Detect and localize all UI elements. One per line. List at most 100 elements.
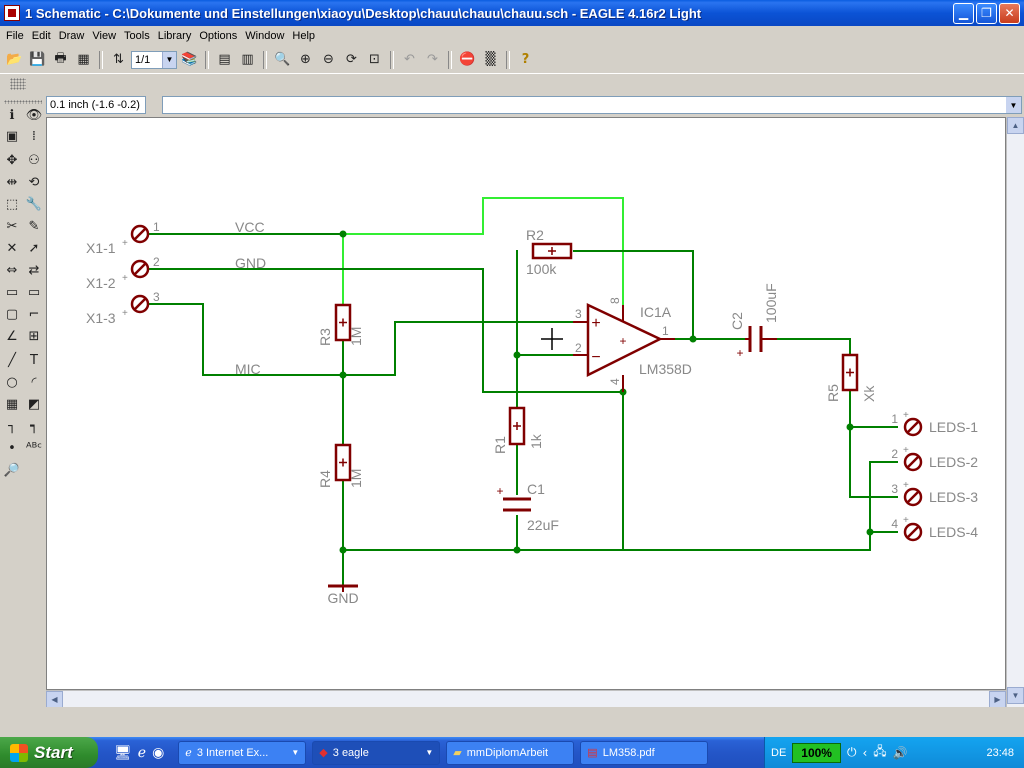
wires[interactable]: [148, 197, 898, 585]
rotate-icon[interactable]: ⟲: [28, 174, 40, 190]
invoke-icon[interactable]: ⊞: [28, 328, 40, 344]
power-icon[interactable]: ⏻: [846, 745, 857, 759]
menu-library[interactable]: Library: [157, 30, 192, 42]
copy-icon[interactable]: ⚇: [28, 152, 40, 168]
wire-icon[interactable]: ╱: [8, 352, 16, 368]
wire-vcc-highlight[interactable]: [343, 197, 624, 305]
miter-icon[interactable]: ⌐: [28, 306, 40, 322]
show-icon[interactable]: 👁: [25, 107, 43, 123]
info-icon[interactable]: ℹ: [9, 107, 15, 123]
undo-icon[interactable]: ↶: [404, 52, 415, 67]
save-icon[interactable]: 💾: [29, 52, 46, 67]
resistor-r3[interactable]: [334, 303, 352, 342]
wire-ground-bus[interactable]: [343, 531, 898, 551]
smash-icon[interactable]: ▢: [5, 306, 19, 322]
net-icon[interactable]: ┑: [30, 418, 38, 434]
media-icon[interactable]: ◉: [152, 744, 165, 760]
paste-icon[interactable]: ✎: [28, 218, 40, 234]
polygon-icon[interactable]: ◩: [27, 396, 41, 412]
erc-icon[interactable]: 🔎: [3, 462, 21, 478]
ulp-icon[interactable]: ▥: [241, 52, 254, 67]
zoom-fit-icon[interactable]: 🔍: [274, 52, 291, 67]
volume-icon[interactable]: 🔊: [892, 745, 908, 760]
wire-gnd[interactable]: [148, 268, 623, 393]
wire-r2-right[interactable]: [573, 250, 694, 339]
delete-icon[interactable]: ✕: [6, 240, 18, 256]
zoom-select-icon[interactable]: ⊡: [369, 52, 380, 67]
minimize-button[interactable]: ▁: [953, 2, 974, 24]
eagle-app-icon[interactable]: [4, 5, 20, 21]
network-icon[interactable]: 🖧: [873, 744, 887, 758]
mark-icon[interactable]: ⁞: [31, 128, 37, 144]
board-switch-icon[interactable]: ⇅: [113, 52, 124, 67]
resistor-r5[interactable]: [841, 353, 859, 392]
open-icon[interactable]: 📂: [6, 52, 23, 67]
arc-icon[interactable]: ◜: [31, 374, 37, 390]
scroll-left-icon[interactable]: ◀: [46, 691, 63, 708]
group-icon[interactable]: ⬚: [5, 196, 19, 212]
go-icon[interactable]: ▒: [485, 52, 496, 67]
menu-draw[interactable]: Draw: [58, 30, 85, 42]
parts[interactable]: [130, 224, 923, 592]
split-icon[interactable]: ∠: [6, 328, 18, 344]
pinswap-icon[interactable]: ⇔: [6, 262, 18, 278]
desktop-icon[interactable]: 🖥: [114, 744, 132, 760]
zoom-redraw-icon[interactable]: ⟳: [346, 52, 357, 67]
mirror-icon[interactable]: ⇹: [6, 174, 18, 190]
name-icon[interactable]: ▭: [5, 284, 19, 300]
horizontal-scrollbar[interactable]: ◀ ▶: [46, 690, 1006, 708]
restore-button[interactable]: ❐: [976, 2, 997, 24]
menu-options[interactable]: Options: [199, 30, 238, 42]
task-explorer-folder[interactable]: ▰ mmDiplomArbeit: [446, 740, 575, 765]
command-input[interactable]: ▼: [162, 96, 1022, 114]
cam-icon[interactable]: ▦: [77, 52, 90, 67]
resistor-r1[interactable]: [508, 406, 526, 446]
move-icon[interactable]: ✥: [6, 152, 18, 168]
chevron-down-icon[interactable]: ▼: [162, 51, 176, 68]
sheet-select[interactable]: 1/1 ▼: [131, 50, 177, 69]
menu-file[interactable]: File: [6, 30, 24, 42]
task-eagle[interactable]: ◆ 3 eagle ▼: [312, 740, 441, 765]
wire-leds2[interactable]: [869, 461, 898, 532]
wire-c2-r5[interactable]: [777, 338, 851, 355]
label-icon[interactable]: ᴬᴮᶜ: [25, 440, 43, 456]
value-icon[interactable]: ▭: [27, 284, 41, 300]
language-indicator[interactable]: DE: [771, 746, 787, 759]
toolbar-grip[interactable]: [10, 78, 26, 90]
ie-quicklaunch-icon[interactable]: ℯ: [137, 744, 147, 760]
menu-edit[interactable]: Edit: [31, 30, 51, 42]
text-icon[interactable]: T: [30, 352, 38, 368]
scroll-right-icon[interactable]: ▶: [989, 691, 1006, 708]
change-icon[interactable]: 🔧: [25, 196, 43, 212]
expand-tray-icon[interactable]: ‹: [862, 745, 868, 760]
menu-window[interactable]: Window: [245, 30, 285, 42]
script-icon[interactable]: ▤: [218, 52, 231, 67]
use-library-icon[interactable]: 📚: [181, 52, 198, 67]
toolbox-grip[interactable]: [4, 100, 42, 104]
add-icon[interactable]: ➚: [28, 240, 40, 256]
resistor-r2[interactable]: [531, 242, 573, 260]
scroll-up-icon[interactable]: ▲: [1007, 117, 1024, 134]
wire-mic[interactable]: [148, 303, 588, 376]
wire-leds3[interactable]: [849, 427, 898, 498]
help-icon[interactable]: ?: [521, 52, 530, 67]
resistor-r4[interactable]: [334, 443, 352, 482]
close-button[interactable]: ✕: [999, 2, 1020, 24]
display-icon[interactable]: ▣: [5, 128, 19, 144]
menu-help[interactable]: Help: [292, 30, 316, 42]
task-internet-explorer[interactable]: ℯ 3 Internet Ex... ▼: [178, 740, 307, 765]
task-pdf[interactable]: ▤ LM358.pdf: [580, 740, 709, 765]
gateswap-icon[interactable]: ⇄: [28, 262, 40, 278]
circle-icon[interactable]: ○: [6, 374, 18, 390]
vertical-scrollbar[interactable]: ▲ ▼: [1006, 117, 1024, 707]
zoom-indicator[interactable]: 100%: [792, 742, 841, 763]
junction-icon[interactable]: •: [8, 440, 16, 456]
bus-icon[interactable]: ┐: [8, 418, 16, 434]
zoom-out-icon[interactable]: ⊖: [323, 52, 334, 67]
zoom-in-icon[interactable]: ⊕: [300, 52, 311, 67]
menu-view[interactable]: View: [92, 30, 117, 42]
rect-icon[interactable]: ▦: [5, 396, 19, 412]
chevron-down-icon[interactable]: ▼: [1006, 97, 1021, 113]
